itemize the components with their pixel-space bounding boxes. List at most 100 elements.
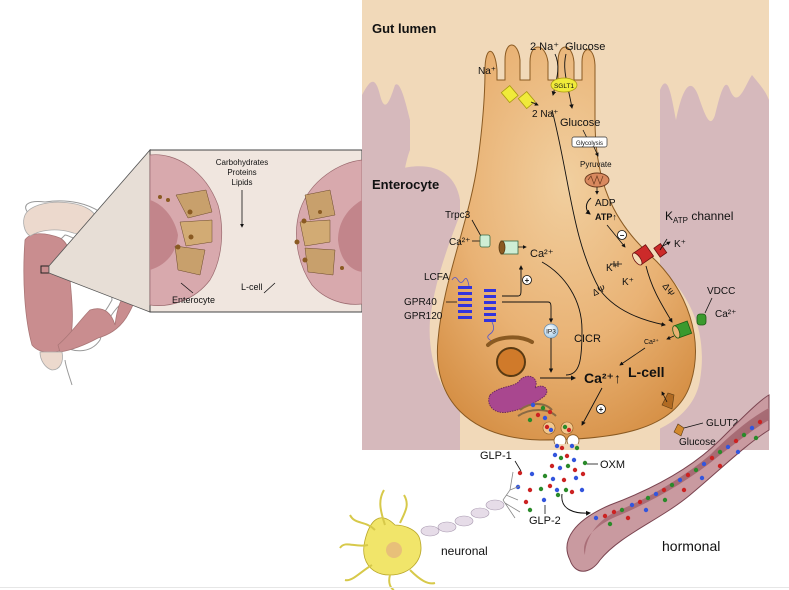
oxm-granule bbox=[540, 405, 546, 411]
inset-nutrient-carbohydrates: Carbohydrates bbox=[216, 158, 268, 167]
trpc3-outer-icon bbox=[479, 234, 491, 248]
glp2-granule bbox=[677, 477, 683, 483]
inset-granule bbox=[158, 195, 162, 199]
glut2-label: GLUT2 bbox=[706, 418, 739, 429]
inset-granule bbox=[340, 266, 344, 270]
vessel-lumen bbox=[584, 408, 769, 555]
oxm-granule bbox=[574, 445, 580, 451]
katp-label-k: K bbox=[665, 209, 673, 223]
glp1-granule bbox=[637, 499, 643, 505]
glp2-granule bbox=[541, 497, 547, 503]
inset-lcell-leader bbox=[263, 282, 276, 294]
glp2-granule bbox=[571, 457, 577, 463]
k-in-label-2: K⁺ bbox=[622, 277, 634, 288]
atp-label: ATP↑ bbox=[595, 212, 617, 222]
vdcc-to-calcium-arrow bbox=[619, 347, 646, 366]
secretion-region: GLP-1 OXM GLP-2 bbox=[480, 434, 625, 527]
inset-villus-right-core bbox=[338, 200, 362, 272]
glp1-granule bbox=[717, 463, 723, 469]
vdcc-outer-icon bbox=[696, 313, 707, 326]
myelin-segment bbox=[470, 507, 490, 519]
trpc3-calcium-outside-label: Ca²⁺ bbox=[449, 237, 470, 248]
glp1-granule bbox=[733, 438, 739, 444]
oxm-granule bbox=[562, 424, 568, 430]
adp-label: ADP bbox=[595, 198, 616, 209]
sodium-channel-inner-icon bbox=[517, 90, 536, 110]
glut2-glucose-arrow bbox=[661, 391, 668, 403]
glp1-granule bbox=[685, 472, 691, 478]
secreted-hormone-granules bbox=[515, 443, 588, 513]
oxm-granule bbox=[582, 460, 588, 466]
neuron-illustration: neuronal bbox=[339, 471, 521, 590]
glp2-granule bbox=[629, 502, 635, 508]
colon-tail bbox=[64, 359, 73, 386]
glp2-granule bbox=[557, 465, 563, 471]
sodium-channel-arrow bbox=[530, 101, 539, 106]
myelin-segment bbox=[485, 499, 505, 511]
inset-panel: Carbohydrates Proteins Lipids Enterocyte… bbox=[149, 149, 363, 313]
inset-granule bbox=[175, 244, 181, 250]
main-panel: Gut lumen Enterocyte L-cell 2 Na⁺ Glucos… bbox=[362, 0, 769, 450]
vdcc-calcium-outside-label: Ca²⁺ bbox=[715, 309, 736, 320]
glp2-granule bbox=[542, 415, 548, 421]
inset-granule bbox=[166, 198, 170, 202]
vdcc-opening bbox=[672, 325, 681, 339]
oxm-granule bbox=[645, 495, 651, 501]
glp1-granule bbox=[757, 419, 763, 425]
glp1-granule bbox=[602, 513, 608, 519]
glp1-granule bbox=[611, 509, 617, 515]
inset-lcell-left-3 bbox=[174, 245, 206, 276]
golgi-cisterna bbox=[517, 409, 557, 417]
blood-vessel-illustration: hormonal bbox=[566, 394, 770, 572]
glp2-granule bbox=[735, 449, 741, 455]
oxm-granule bbox=[527, 507, 533, 513]
glp1-granule bbox=[709, 455, 715, 461]
gpr-helix bbox=[484, 289, 496, 292]
exocytosis-pores bbox=[553, 434, 580, 445]
oxm-granule bbox=[662, 497, 668, 503]
oxm-granule bbox=[693, 467, 699, 473]
neuron-axon bbox=[420, 499, 505, 537]
inset-lcell-right-2 bbox=[299, 219, 331, 247]
circulating-hormone-granules bbox=[593, 419, 763, 527]
glp2-granule bbox=[552, 452, 558, 458]
inset-villus-left-core bbox=[150, 200, 178, 270]
oxm-granule bbox=[558, 455, 564, 461]
golgi-icon bbox=[519, 403, 553, 411]
glycolysis-to-pyruvate-arrow bbox=[593, 146, 599, 157]
gpr-helix bbox=[484, 319, 496, 322]
glp1-granule bbox=[547, 409, 553, 415]
glp2-granule bbox=[579, 487, 585, 493]
trpc3-to-calcium-path bbox=[541, 261, 583, 376]
calcium-rise-label: Ca²⁺↑ bbox=[584, 370, 621, 386]
glp2-granule bbox=[593, 515, 599, 521]
glp2-granule bbox=[529, 471, 535, 477]
calcium-to-exocytosis-arrow bbox=[581, 387, 603, 426]
glp1-granule bbox=[544, 424, 550, 430]
plus-sign-label-2: + bbox=[599, 405, 604, 414]
trpc3-opening bbox=[498, 240, 506, 255]
katp-channel-label: KATP channel bbox=[665, 209, 733, 225]
glp2-granule bbox=[643, 507, 649, 513]
inset-lcell-right-1 bbox=[304, 189, 336, 221]
myelin-segment bbox=[437, 521, 457, 533]
intracellular-sodium-label: 2 Na⁺ bbox=[532, 109, 558, 120]
vdcc-calcium-inside-label: Ca²⁺ bbox=[644, 338, 659, 346]
inset-enterocyte-label: Enterocyte bbox=[172, 295, 215, 305]
inset-lcell-left-2 bbox=[179, 219, 213, 247]
gpr-helix bbox=[484, 295, 496, 298]
glp1-granule bbox=[535, 412, 541, 418]
lumen-sodium-label: 2 Na⁺ bbox=[530, 41, 559, 53]
secretion-to-blood-arrow bbox=[561, 493, 591, 516]
gpr-helix bbox=[458, 286, 472, 289]
glycolysis-label: Glycolysis bbox=[576, 141, 603, 147]
sglt1-label: SGLT1 bbox=[554, 83, 574, 90]
gpr-helix bbox=[458, 292, 472, 295]
inset-lcell-right-3 bbox=[304, 247, 336, 276]
sglt1-transporter-icon bbox=[550, 77, 578, 93]
pyruvate-label: Pyruvate bbox=[580, 160, 612, 169]
inset-lcell-label: L-cell bbox=[241, 282, 263, 292]
oxm-granule bbox=[753, 435, 759, 441]
gpr-receptor-inner-icon bbox=[484, 289, 496, 322]
